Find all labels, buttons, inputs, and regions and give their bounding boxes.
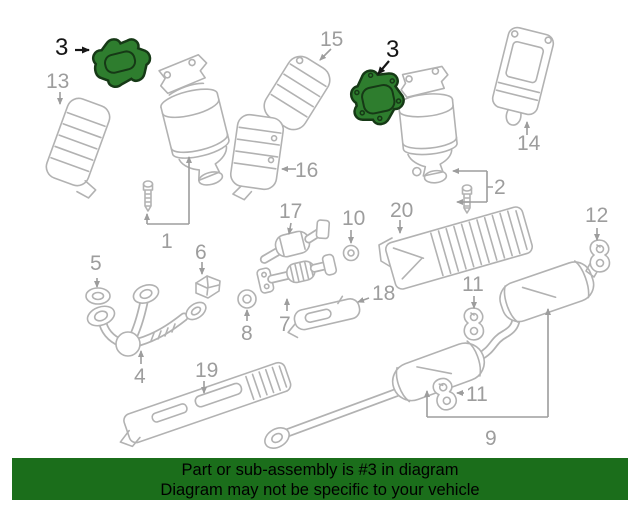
catalytic-pipe-17-drawing [259, 219, 331, 264]
gasket-5-drawing [85, 287, 111, 305]
flange-bolt-1-drawing [142, 180, 154, 212]
callout-9[interactable]: 9 [485, 427, 497, 450]
muffler-assembly-drawing [264, 259, 602, 449]
callout-15[interactable]: 15 [320, 28, 344, 51]
callout-11-front[interactable]: 11 [462, 273, 484, 296]
callout-7[interactable]: 7 [279, 313, 291, 336]
banner-line2: Diagram may not be specific to your vehi… [160, 481, 480, 499]
callout-10[interactable]: 10 [342, 207, 366, 230]
callout-20[interactable]: 20 [390, 199, 414, 222]
callout-8[interactable]: 8 [241, 322, 253, 345]
heat-shield-18-drawing [287, 295, 361, 339]
callout-14[interactable]: 14 [517, 132, 541, 155]
callout-11-rear[interactable]: 11 [466, 383, 488, 406]
hanger-11-rear-drawing [432, 377, 458, 411]
heat-shield-14-drawing [491, 26, 555, 126]
clamp-6-drawing [195, 275, 221, 299]
callout-18[interactable]: 18 [372, 282, 396, 305]
oxygen-sensor-2-drawing [461, 184, 473, 214]
callout-1[interactable]: 1 [161, 230, 173, 253]
heat-shield-13-drawing [45, 97, 111, 199]
callout-3-front[interactable]: 3 [55, 34, 69, 61]
heat-shield-16-drawing [229, 113, 285, 201]
hanger-11-front-drawing [463, 307, 485, 341]
heat-shield-20-drawing [378, 206, 534, 290]
front-pipe-drawing [86, 284, 207, 357]
callout-17[interactable]: 17 [279, 200, 303, 223]
callout-16[interactable]: 16 [295, 159, 319, 182]
highlight-banner: Part or sub-assembly is #3 in diagram Di… [12, 458, 628, 500]
callout-12[interactable]: 12 [585, 204, 609, 227]
banner-line1: Part or sub-assembly is #3 in diagram [181, 461, 459, 479]
callout-19[interactable]: 19 [195, 359, 219, 382]
callout-6[interactable]: 6 [195, 241, 207, 264]
callout-2[interactable]: 2 [494, 176, 506, 199]
catalytic-converter-front-drawing [158, 53, 230, 186]
hanger-12-drawing [589, 239, 611, 273]
gasket-10-drawing [342, 244, 360, 262]
catalytic-converter-rear-drawing [397, 65, 458, 184]
callout-13[interactable]: 13 [46, 70, 70, 93]
muffler-inlet-flange [264, 427, 290, 449]
highlighted-gasket-front[interactable] [89, 32, 155, 91]
highlighted-gasket-rear[interactable] [347, 65, 408, 129]
gasket-8-drawing [237, 289, 257, 309]
callout-3-rear[interactable]: 3 [386, 36, 400, 63]
callout-4[interactable]: 4 [134, 365, 146, 388]
callout-5[interactable]: 5 [90, 252, 102, 275]
exhaust-pipe-7-drawing [256, 253, 338, 294]
callout-leader-lines [57, 46, 600, 418]
